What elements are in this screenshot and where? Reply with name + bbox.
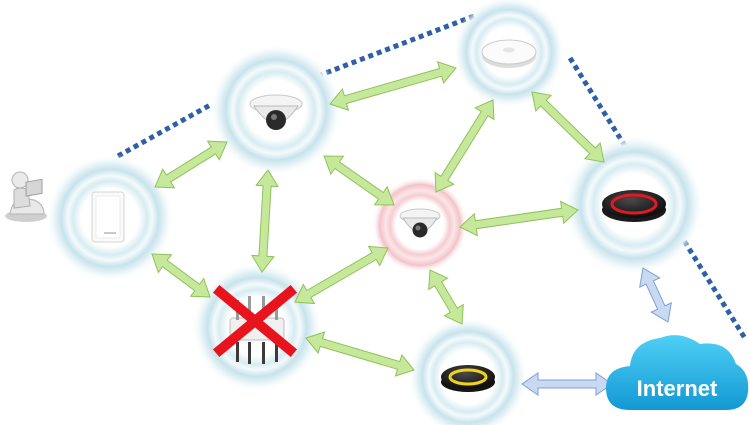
mesh-links — [151, 61, 605, 377]
cloud-icon: Internet — [606, 335, 749, 410]
repeater-node[interactable] — [91, 191, 125, 243]
link-router-bottom-internet-cloud — [521, 372, 613, 396]
link-repeater-failed-router — [151, 253, 211, 298]
mesh-router-node-right[interactable] — [602, 190, 666, 222]
link-router-right-internet-cloud — [639, 267, 672, 323]
link-camera-top-access-point — [329, 61, 457, 111]
link-repeater-camera-top — [154, 140, 228, 189]
link-failed-router-router-bottom — [305, 331, 415, 377]
mesh-router-node-bottom[interactable] — [441, 365, 495, 392]
link-camera-center-failed-router — [294, 245, 389, 305]
dome-camera-node-center[interactable] — [399, 208, 441, 238]
link-camera-top-camera-center — [323, 155, 395, 206]
dome-camera-node-top[interactable] — [249, 94, 303, 130]
failure-x-icon — [212, 284, 298, 358]
link-camera-center-router-bottom — [428, 269, 464, 325]
link-access-point-camera-center — [434, 99, 495, 193]
link-camera-center-router-right — [459, 200, 579, 237]
link-camera-top-failed-router — [251, 169, 279, 273]
user-laptop-icon — [5, 171, 47, 222]
internet-label: Internet — [637, 376, 718, 401]
access-point-node[interactable] — [481, 39, 537, 68]
link-access-point-router-right — [531, 91, 605, 163]
